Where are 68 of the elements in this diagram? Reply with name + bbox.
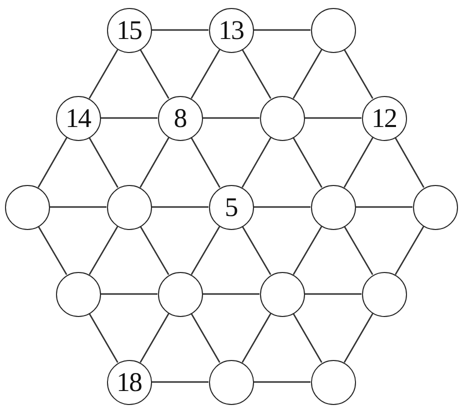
connector-line [190,49,220,99]
connector-line [38,226,68,275]
connector-line [38,137,68,188]
connector-line [242,137,272,188]
connector-line [50,206,106,208]
connector-line [242,313,272,363]
number-circle [208,184,254,230]
number-label: 18 [116,368,142,396]
empty-circle [310,360,356,404]
connector-line [140,49,170,99]
connector-line [344,226,374,275]
connector-line [356,206,412,208]
connector-line [88,313,118,363]
number-circle [362,96,406,140]
connector-line [344,137,374,188]
connector-line [202,117,260,119]
connector-line [344,313,374,363]
connector-line [344,49,374,99]
number-label: 12 [372,104,396,132]
connector-line [242,49,272,99]
connector-line [152,29,208,31]
connector-line [394,137,424,188]
connector-line [254,381,310,383]
empty-circle [310,184,356,230]
empty-circle [208,360,254,404]
connector-line [88,137,118,188]
empty-circle [56,272,100,316]
empty-circle [4,184,50,230]
empty-circle [158,272,202,316]
connector-line [190,226,220,275]
connector-line [152,206,208,208]
empty-circle [260,272,304,316]
connector-line [88,226,118,275]
connector-line [292,137,322,188]
number-circle [106,8,152,52]
number-circle [158,96,202,140]
connector-line [254,206,310,208]
connector-line [304,117,362,119]
number-label: 13 [218,16,244,44]
connector-line [292,313,322,363]
connector-line [202,293,260,295]
empty-circle [106,184,152,230]
number-label: 15 [116,16,142,44]
connector-line [304,293,362,295]
connector-line [140,313,170,363]
connector-line [190,313,220,363]
empty-circle [260,96,304,140]
number-circle [208,8,254,52]
number-label: 14 [66,104,90,132]
empty-circle [310,8,356,52]
connector-line [88,49,118,99]
number-circle [106,360,152,404]
connector-line [242,226,272,275]
connector-line [100,293,158,295]
connector-line [152,381,208,383]
connector-line [140,226,170,275]
connector-line [190,137,220,188]
connector-line [292,226,322,275]
connector-line [140,137,170,188]
connector-line [100,117,158,119]
number-label: 8 [174,104,186,132]
number-label: 5 [224,194,238,220]
number-circle [56,96,100,140]
connector-line [394,226,424,275]
empty-circle [412,184,458,230]
connector-line [292,49,322,99]
connector-line [254,29,310,31]
empty-circle [362,272,406,316]
